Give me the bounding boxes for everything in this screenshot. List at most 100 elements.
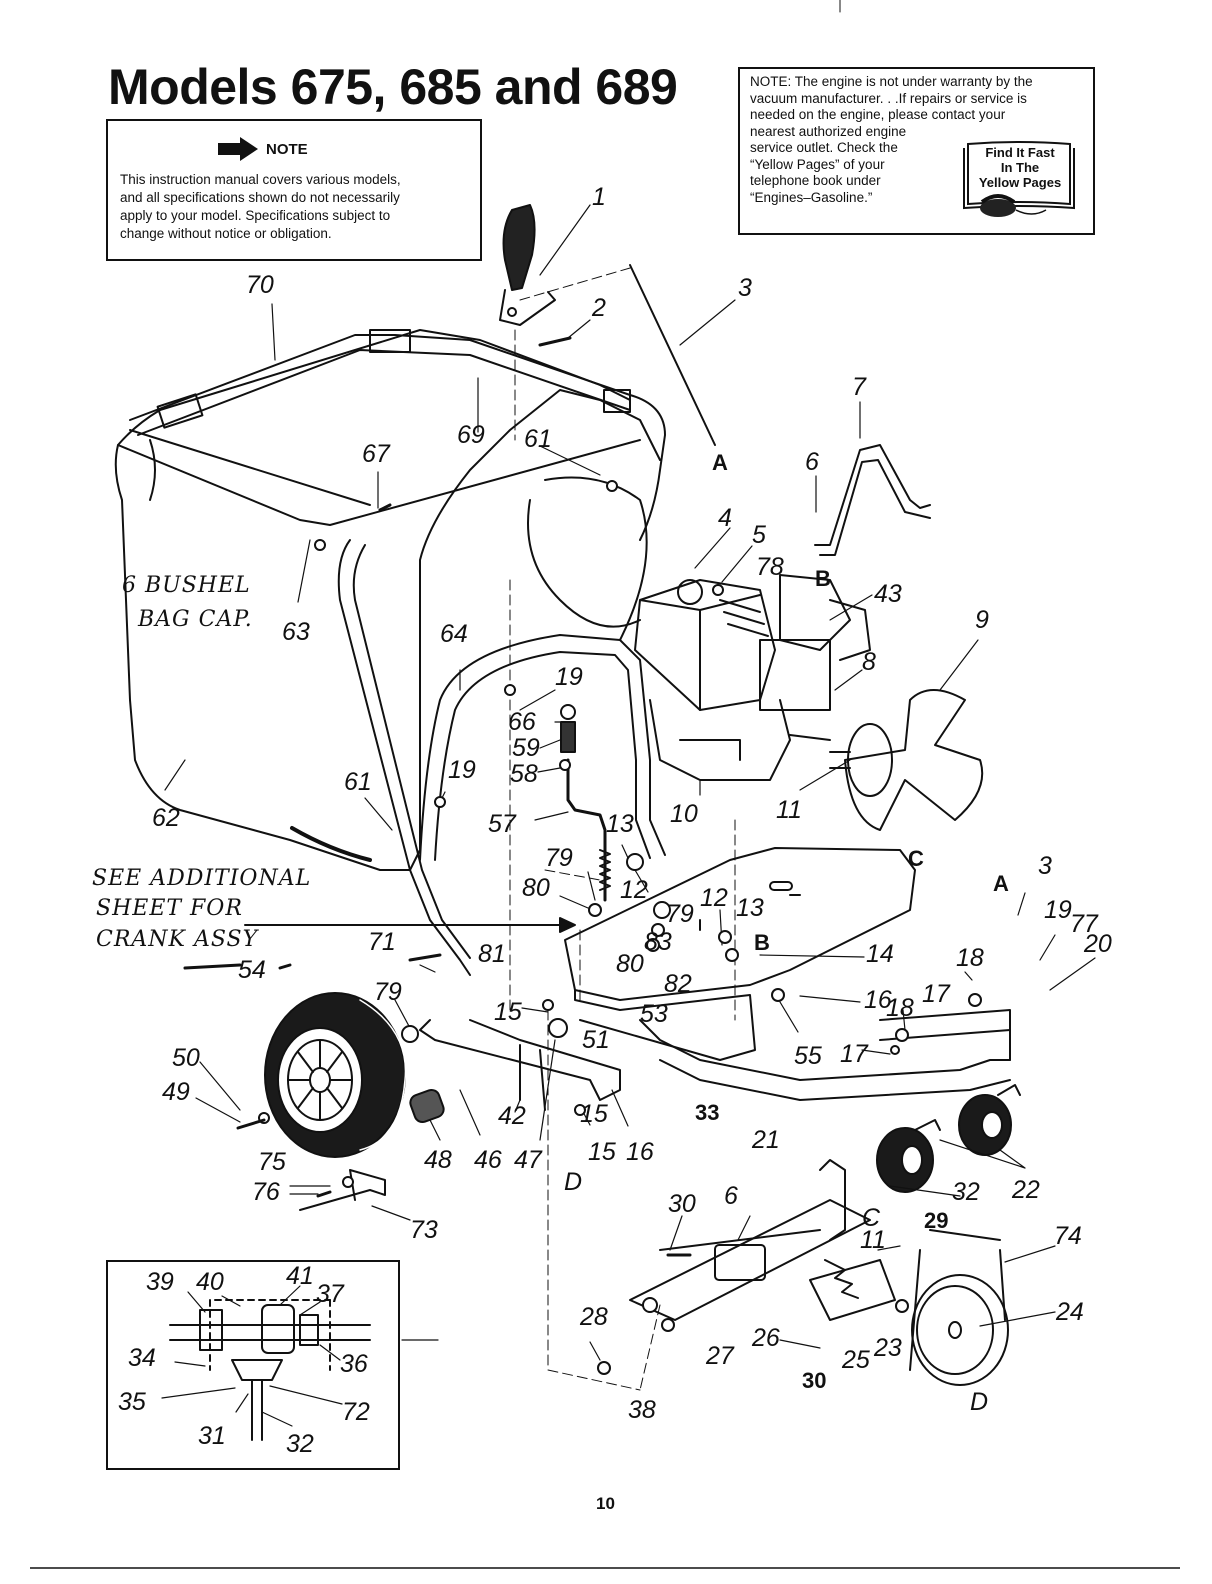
part-label: 40 (196, 1268, 224, 1296)
part-label: 19 (555, 663, 583, 691)
note-line: This instruction manual covers various m… (120, 172, 401, 187)
handle-screw (538, 336, 572, 347)
part-label: 4 (718, 504, 732, 532)
part-label: 38 (628, 1396, 656, 1424)
part-label: 14 (866, 940, 894, 968)
assembly-center-lines (509, 267, 736, 1391)
part-label: 48 (424, 1146, 452, 1174)
part-label: 9 (975, 606, 989, 634)
gearbox-assembly (629, 1159, 896, 1321)
part-label: A (993, 871, 1009, 896)
part-label: 13 (606, 810, 634, 838)
part-label: C (862, 1204, 881, 1232)
warranty-line: service outlet. Check the (750, 140, 898, 155)
part-label: B (754, 930, 770, 955)
handwritten-notes: 6 BUSHEL BAG CAP. SEE ADDITIONAL SHEET F… (92, 573, 311, 952)
arrow-right-icon (218, 137, 258, 161)
part-label: 58 (510, 760, 538, 788)
part-label: 10 (670, 800, 698, 828)
fasteners (236, 480, 982, 1375)
discharge-bracket (299, 1169, 386, 1211)
part-label: 61 (344, 768, 372, 796)
part-label: 21 (751, 1126, 780, 1154)
part-label: 12 (620, 876, 648, 904)
part-label: B (815, 566, 831, 591)
yellow-pages-logo: Find It Fast In The Yellow Pages (962, 140, 1076, 222)
warranty-text: NOTE: The engine is not under warranty b… (750, 74, 1088, 206)
part-label: 15 (494, 998, 522, 1026)
drive-pulley (911, 1274, 1009, 1386)
part-label: 32 (952, 1178, 980, 1206)
collection-bag (114, 329, 661, 871)
part-label: 67 (362, 440, 391, 468)
part-label: 19 (1044, 896, 1072, 924)
part-label: 49 (162, 1078, 190, 1106)
part-label: 3 (1038, 852, 1052, 880)
part-label: 83 (644, 928, 672, 956)
part-label: 26 (751, 1324, 780, 1352)
part-label: 80 (616, 950, 644, 978)
findit-line: Yellow Pages (978, 175, 1062, 190)
part-label: 61 (524, 425, 552, 453)
part-label: 31 (198, 1422, 226, 1450)
part-label: 16 (864, 986, 892, 1014)
note-heading: NOTE (218, 137, 468, 161)
part-label: 16 (626, 1138, 654, 1166)
part-label: 55 (794, 1042, 822, 1070)
rear-wheel (264, 992, 407, 1158)
part-label: 37 (316, 1280, 345, 1308)
caster-wheel-front (876, 1119, 941, 1193)
part-label: 74 (1054, 1222, 1082, 1250)
part-label: A (712, 450, 728, 475)
handle-grip (499, 204, 556, 326)
bag-capacity-note: BAG CAP. (137, 607, 253, 632)
part-label: 24 (1055, 1298, 1084, 1326)
crank-assembly-note: CRANK ASSY (96, 927, 260, 952)
warranty-note-box: NOTE: The engine is not under warranty b… (738, 67, 1095, 235)
part-label: 50 (172, 1044, 200, 1072)
warranty-line: “Engines–Gasoline.” (750, 189, 873, 205)
part-label: 6 (724, 1182, 738, 1210)
part-label: 46 (474, 1146, 502, 1174)
part-label: 39 (146, 1268, 174, 1296)
handle-rod (629, 264, 716, 446)
part-label: 42 (498, 1102, 526, 1130)
part-label: 76 (252, 1178, 280, 1206)
engine-bracket (814, 444, 931, 556)
part-label: 79 (545, 844, 573, 872)
part-label: 12 (700, 884, 728, 912)
part-label: 54 (238, 956, 266, 984)
part-label: 66 (508, 708, 536, 736)
gearbox-inset-box (106, 1260, 400, 1470)
part-label: 18 (956, 944, 984, 972)
part-label: 23 (873, 1334, 902, 1362)
part-label: 72 (342, 1398, 370, 1426)
part-label: 30 (668, 1190, 696, 1218)
part-label: 13 (736, 894, 764, 922)
bag-frame-tube (129, 329, 666, 976)
part-label: 20 (1083, 930, 1112, 958)
crank-note-arrow (183, 917, 576, 970)
part-label: 70 (246, 271, 274, 299)
part-label: 30 (802, 1368, 826, 1393)
part-label: 17 (840, 1040, 869, 1068)
part-label: 63 (282, 618, 310, 646)
note-line: change without notice or obligation. (120, 226, 332, 241)
note-box: NOTE This instruction manual covers vari… (106, 119, 482, 261)
part-label: 59 (512, 734, 540, 762)
part-label: 27 (705, 1342, 735, 1370)
drive-belt (909, 1229, 1006, 1371)
bag-capacity-note: 6 BUSHEL (122, 573, 251, 598)
part-label: C (908, 846, 924, 871)
caster-wheel-rear (958, 1084, 1021, 1156)
part-label: 57 (488, 810, 517, 838)
crank-assembly-note: SEE ADDITIONAL (92, 866, 311, 891)
part-label: 75 (258, 1148, 286, 1176)
warranty-line: telephone book under (750, 173, 881, 188)
part-label: 22 (1011, 1176, 1040, 1204)
part-label: 79 (666, 900, 694, 928)
note-line: and all specifications shown do not nece… (120, 190, 400, 205)
findit-text: Find It Fast In The Yellow Pages (972, 145, 1068, 190)
warranty-line: vacuum manufacturer. . .If repairs or se… (750, 90, 1027, 106)
